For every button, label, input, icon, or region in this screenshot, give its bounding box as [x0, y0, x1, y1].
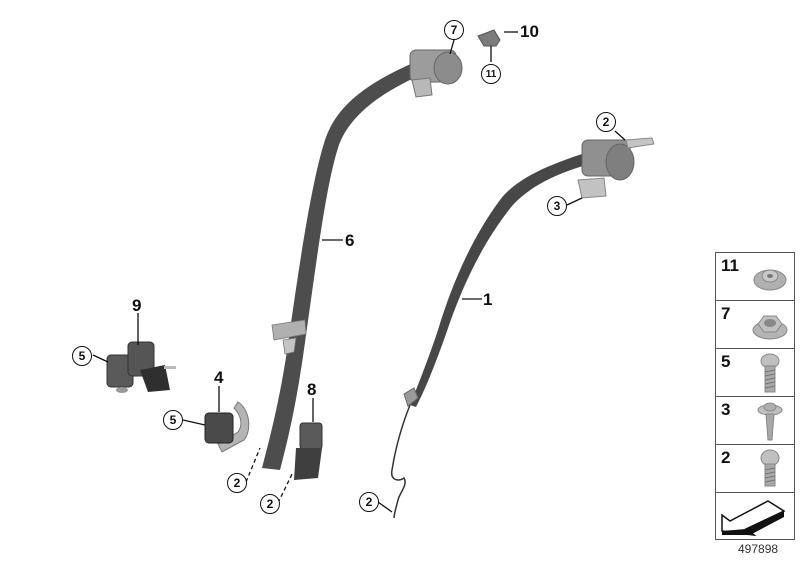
callout-5-buckle9: 5 [72, 346, 92, 366]
cap-10 [477, 29, 501, 47]
callout-9: 9 [132, 296, 142, 315]
callout-2-belt6: 2 [227, 473, 247, 493]
buckle-8 [294, 422, 323, 480]
clip-nut-icon [753, 269, 787, 291]
callout-11: 11 [481, 64, 501, 84]
legend-direction-arrow [715, 492, 795, 540]
callout-2-retractor: 2 [596, 112, 616, 132]
legend-item-3: 3 [715, 396, 795, 444]
callout-10: 10 [520, 22, 539, 41]
leader-lines [92, 31, 626, 513]
legend-item-7: 7 [715, 300, 795, 348]
callout-5-buckle4: 5 [163, 410, 183, 430]
callout-2-buckle8: 2 [260, 494, 280, 514]
callout-3: 3 [547, 196, 567, 216]
torx-bolt-short-icon [760, 449, 780, 487]
legend-item-11: 11 [715, 252, 795, 300]
seat-belt-6 [262, 60, 428, 470]
seat-belt-1 [410, 150, 598, 407]
callout-1: 1 [483, 290, 493, 309]
legend-item-5: 5 [715, 348, 795, 396]
callout-2-belt1: 2 [359, 492, 379, 512]
torx-screw-icon [757, 402, 783, 441]
retractor-upper [409, 49, 463, 98]
direction-arrow-icon [721, 500, 786, 537]
buckle-4 [204, 401, 250, 453]
torx-bolt-icon [760, 353, 780, 393]
fastener-legend: 11 7 5 3 2 [715, 252, 795, 540]
diagram-reference-number: 497898 [738, 542, 779, 556]
retractor-right [577, 137, 655, 199]
legend-item-2: 2 [715, 444, 795, 492]
callout-4: 4 [214, 368, 224, 387]
callout-8: 8 [307, 380, 317, 399]
callout-6: 6 [345, 231, 355, 250]
callout-7: 7 [444, 20, 464, 40]
hex-nut-icon [752, 315, 788, 340]
buckle-9 [106, 341, 176, 393]
belt-guide [271, 319, 307, 341]
